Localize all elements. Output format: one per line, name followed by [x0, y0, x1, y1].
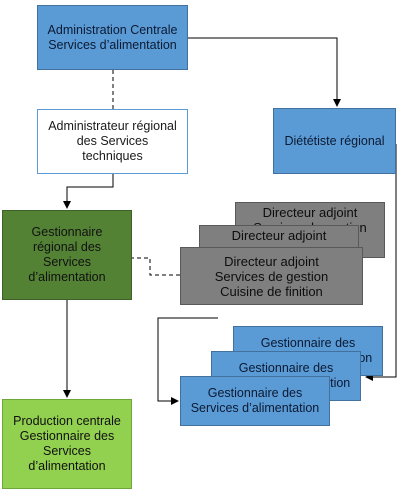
connector-centrale-to-dietetiste	[188, 37, 341, 107]
node-dietetiste: Diététiste régional	[273, 108, 396, 174]
connector-directeur-to-gestionnaire-front	[157, 317, 218, 405]
node-gestionnaire-regional: Gestionnaire régional des Services d’ali…	[2, 210, 132, 300]
connector-dietetiste-to-gestionnaire-back	[365, 144, 397, 381]
node-admin-regional: Administrateur régional des Services tec…	[37, 109, 188, 174]
connector-gestionnaire-to-directeur	[130, 257, 180, 276]
node-admin-centrale: Administration Centrale Services d’alime…	[37, 5, 188, 70]
node-gestionnaire-front: Gestionnaire des Services d’alimentation	[180, 376, 330, 426]
node-production-centrale: Production centrale Gestionnaire des Ser…	[2, 399, 132, 489]
node-directeur-front: Directeur adjoint Services de gestion Cu…	[180, 247, 363, 305]
connector-regional-to-gestionnaire	[63, 174, 114, 209]
